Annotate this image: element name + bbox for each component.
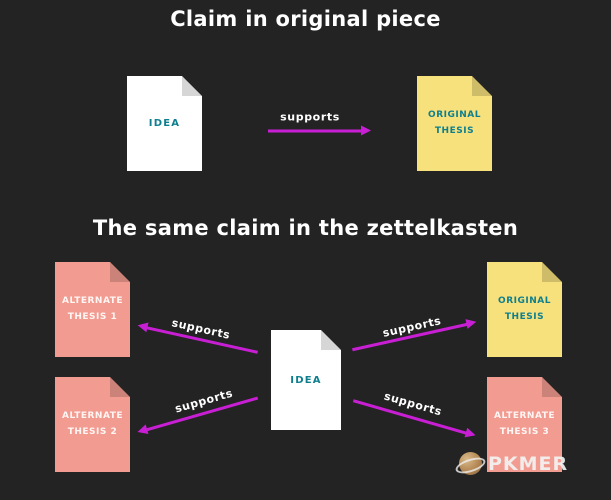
document-alternate-thesis-3-label: ALTERNATE THESIS 3: [493, 411, 555, 437]
document-original-thesis-2: ORIGINAL THESIS: [487, 262, 562, 357]
section2-title: The same claim in the zettelkasten: [92, 216, 519, 240]
arrow-label-supports: supports: [280, 110, 340, 124]
document-alternate-thesis-3: ALTERNATE THESIS 3: [487, 377, 562, 472]
document-alternate-thesis-1: ALTERNATE THESIS 1: [55, 262, 130, 357]
pkmer-logo-icon: [459, 452, 482, 475]
document-alternate-thesis-1-label: ALTERNATE THESIS 1: [61, 296, 123, 322]
arrow-label-supports-4: supports: [382, 389, 444, 419]
document-alternate-thesis-2: ALTERNATE THESIS 2: [55, 377, 130, 472]
document-idea-center-label: IDEA: [290, 374, 322, 386]
document-idea-label: IDEA: [148, 118, 181, 129]
section1-title: Claim in original piece: [170, 7, 441, 31]
pkmer-watermark: PKMER: [459, 452, 568, 475]
document-idea: IDEA: [127, 76, 202, 171]
arrow-idea-to-original-thesis: [268, 125, 371, 136]
document-idea-center: IDEA: [271, 330, 341, 430]
document-original-thesis-2-label: ORIGINAL THESIS: [498, 296, 551, 322]
document-original-thesis-label: ORIGINAL THESIS: [428, 110, 481, 136]
document-alternate-thesis-2-label: ALTERNATE THESIS 2: [61, 411, 123, 437]
pkmer-logo-text: PKMER: [488, 452, 569, 475]
document-original-thesis: ORIGINAL THESIS: [417, 76, 492, 171]
